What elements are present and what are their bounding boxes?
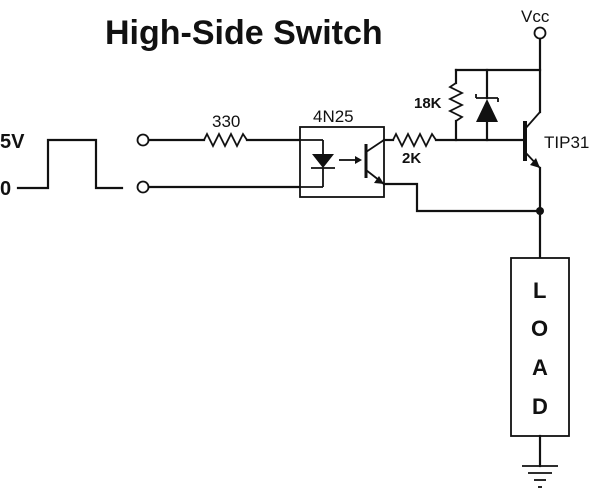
resistor-input-label: 330	[212, 112, 240, 131]
input-high-label: 5V	[0, 131, 25, 153]
ground-symbol	[522, 434, 558, 488]
supply-label: Vcc	[521, 7, 550, 26]
load-box	[510, 257, 570, 437]
resistor-18k	[447, 82, 465, 122]
resistor-pullup-label: 18K	[414, 95, 442, 112]
resistor-base-label: 2K	[402, 150, 421, 167]
resistor-330	[203, 131, 248, 149]
diode	[475, 68, 499, 142]
load-letter-2: O	[531, 316, 548, 341]
input-low-label: 0	[0, 178, 11, 200]
resistor-2k	[392, 131, 437, 149]
input-terminal-top	[136, 133, 150, 147]
load-letter-1: L	[533, 278, 546, 303]
input-terminal-bottom	[136, 180, 150, 194]
diagram-title: High-Side Switch	[105, 14, 383, 52]
optocoupler	[299, 126, 385, 198]
load-letter-3: A	[532, 355, 548, 380]
optocoupler-label: 4N25	[313, 107, 354, 126]
input-pulse-waveform	[16, 138, 124, 190]
vcc-terminal	[533, 26, 547, 40]
transistor-label: TIP31	[544, 133, 589, 152]
load-letter-4: D	[532, 394, 548, 419]
power-transistor	[523, 111, 541, 169]
